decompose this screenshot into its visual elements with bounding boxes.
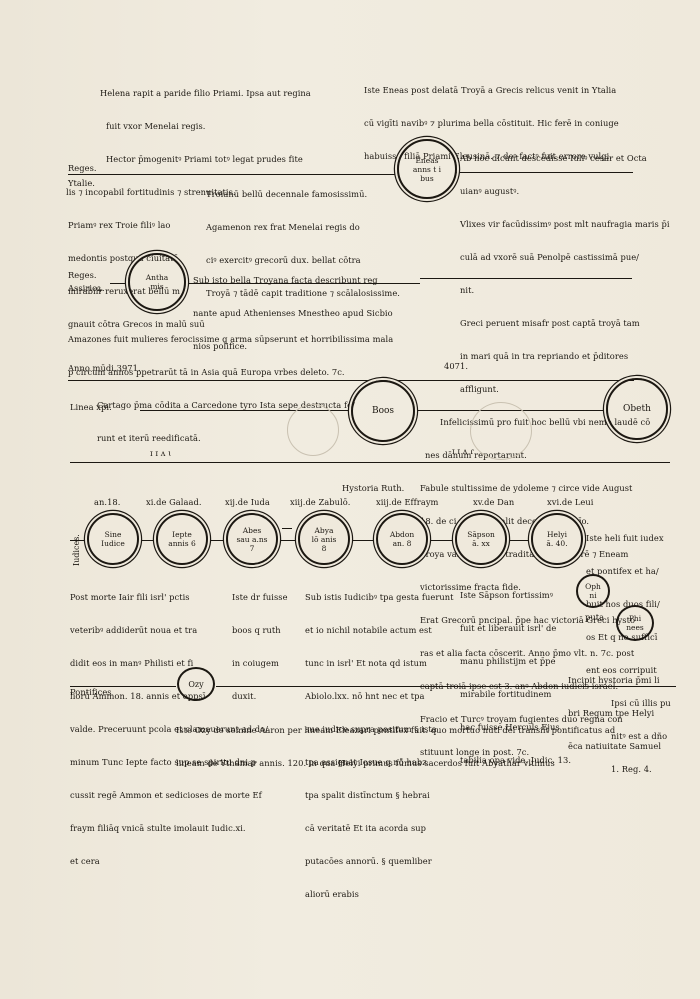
tribe-3: xij.de Iuda <box>225 497 270 507</box>
ozy-note: Iste Ozy de semine Aaron per lineam Elea… <box>176 725 616 768</box>
sub-isto-text: Sub isto bella Troyana facta describunt … <box>193 275 393 351</box>
circle-ophni: Oph ni <box>576 574 610 608</box>
assyr-line-right <box>420 278 632 279</box>
pontifices-label: Pontifices <box>70 687 112 697</box>
sapson-text: Iste Sāpson fortissimꝰ fuit et liberauit… <box>460 590 572 765</box>
helena-text: Helena rapit a paride filio Priami. Ipsa… <box>66 88 311 197</box>
assyr-label: Assirioꝝ. <box>68 283 105 293</box>
anno-mundi-right: 4071. <box>444 361 469 371</box>
pontifices-line-left <box>70 686 176 687</box>
incipit-text: Incipit hystoria p̄mi li bri Regum tpe H… <box>568 675 662 751</box>
circle-sapson: Sāpson ā. xx <box>455 513 507 565</box>
circle-abyalon: Abya lō anis 8 <box>298 513 350 565</box>
troianum-text: Troianū bellū decennale famosissimū. Aga… <box>206 189 400 298</box>
dash-mark <box>282 528 292 529</box>
pontifices-line-right <box>216 686 676 687</box>
tribe-2: xi.de Galaad. <box>146 497 202 507</box>
ytalie-line-left <box>68 174 398 175</box>
post-morte-text: Post morte Iair fili isrl' pctis veterib… <box>70 592 269 866</box>
circle-anthamis: Antha mis <box>128 253 186 311</box>
linea-number-left: ɪ ɪ ʌ ɩ <box>150 448 172 458</box>
circle-helyi: Helyi ā. 40. <box>531 513 583 565</box>
sub-istis-text: Sub istis Iudicibꝰ tpa gesta fuerunt et … <box>305 592 454 899</box>
ytalie-line-right <box>455 172 633 173</box>
linea-bottom-line <box>70 462 670 463</box>
amazones-text: Amazones fuit mulieres ferocissime q arm… <box>68 334 394 443</box>
circle-obeth: Obeth <box>606 378 668 440</box>
show-through-circle-2 <box>470 402 532 460</box>
linea-number-right: ɪ ɪ ʌ ɾ <box>452 446 475 456</box>
tribe-1: an.18. <box>94 497 121 507</box>
reges-label-2: Reges. <box>68 270 97 280</box>
judices-vertical-label: Iudices. <box>72 534 81 566</box>
circle-eneas: Eneas anns t i bus <box>397 139 457 199</box>
anno-mundi: Anno mūdi.3971. <box>68 363 141 373</box>
tribe-6: xv.de Dan <box>473 497 515 507</box>
assyr-line-mid <box>188 283 420 284</box>
tribe-5: xiij.de Effraym <box>376 497 439 507</box>
historia-ruth: Hystoria Ruth. <box>342 483 405 493</box>
circle-phinees: Phi nees <box>616 605 654 641</box>
circle-ozy: Ozy <box>177 667 215 701</box>
iste-dr-text: Iste dr fuisse boos q ruth in coiugem du… <box>232 592 288 701</box>
circle-abessau: Abes sau a.ns 7 <box>226 513 278 565</box>
circle-iepte: Iepte annis 6 <box>156 513 208 565</box>
linea-label: Linea xp̄i. <box>70 402 112 412</box>
reges-label-1: Reges. <box>68 163 97 173</box>
circle-abdon: Abdon an. 8 <box>376 513 428 565</box>
ytalie-label: Ytalie. <box>68 178 95 188</box>
linea-line-1 <box>140 410 350 411</box>
tribe-4: xiij.de Zabulō. <box>290 497 351 507</box>
tribe-7: xvi.de Leui <box>547 497 594 507</box>
show-through-circle-1 <box>287 404 339 456</box>
anno-line <box>68 380 634 381</box>
assyr-line-left <box>110 283 128 284</box>
circle-boos: Boos <box>351 380 415 442</box>
circle-sine-iudice: Sine Iudice <box>87 513 139 565</box>
puta-word: puta <box>585 612 605 622</box>
